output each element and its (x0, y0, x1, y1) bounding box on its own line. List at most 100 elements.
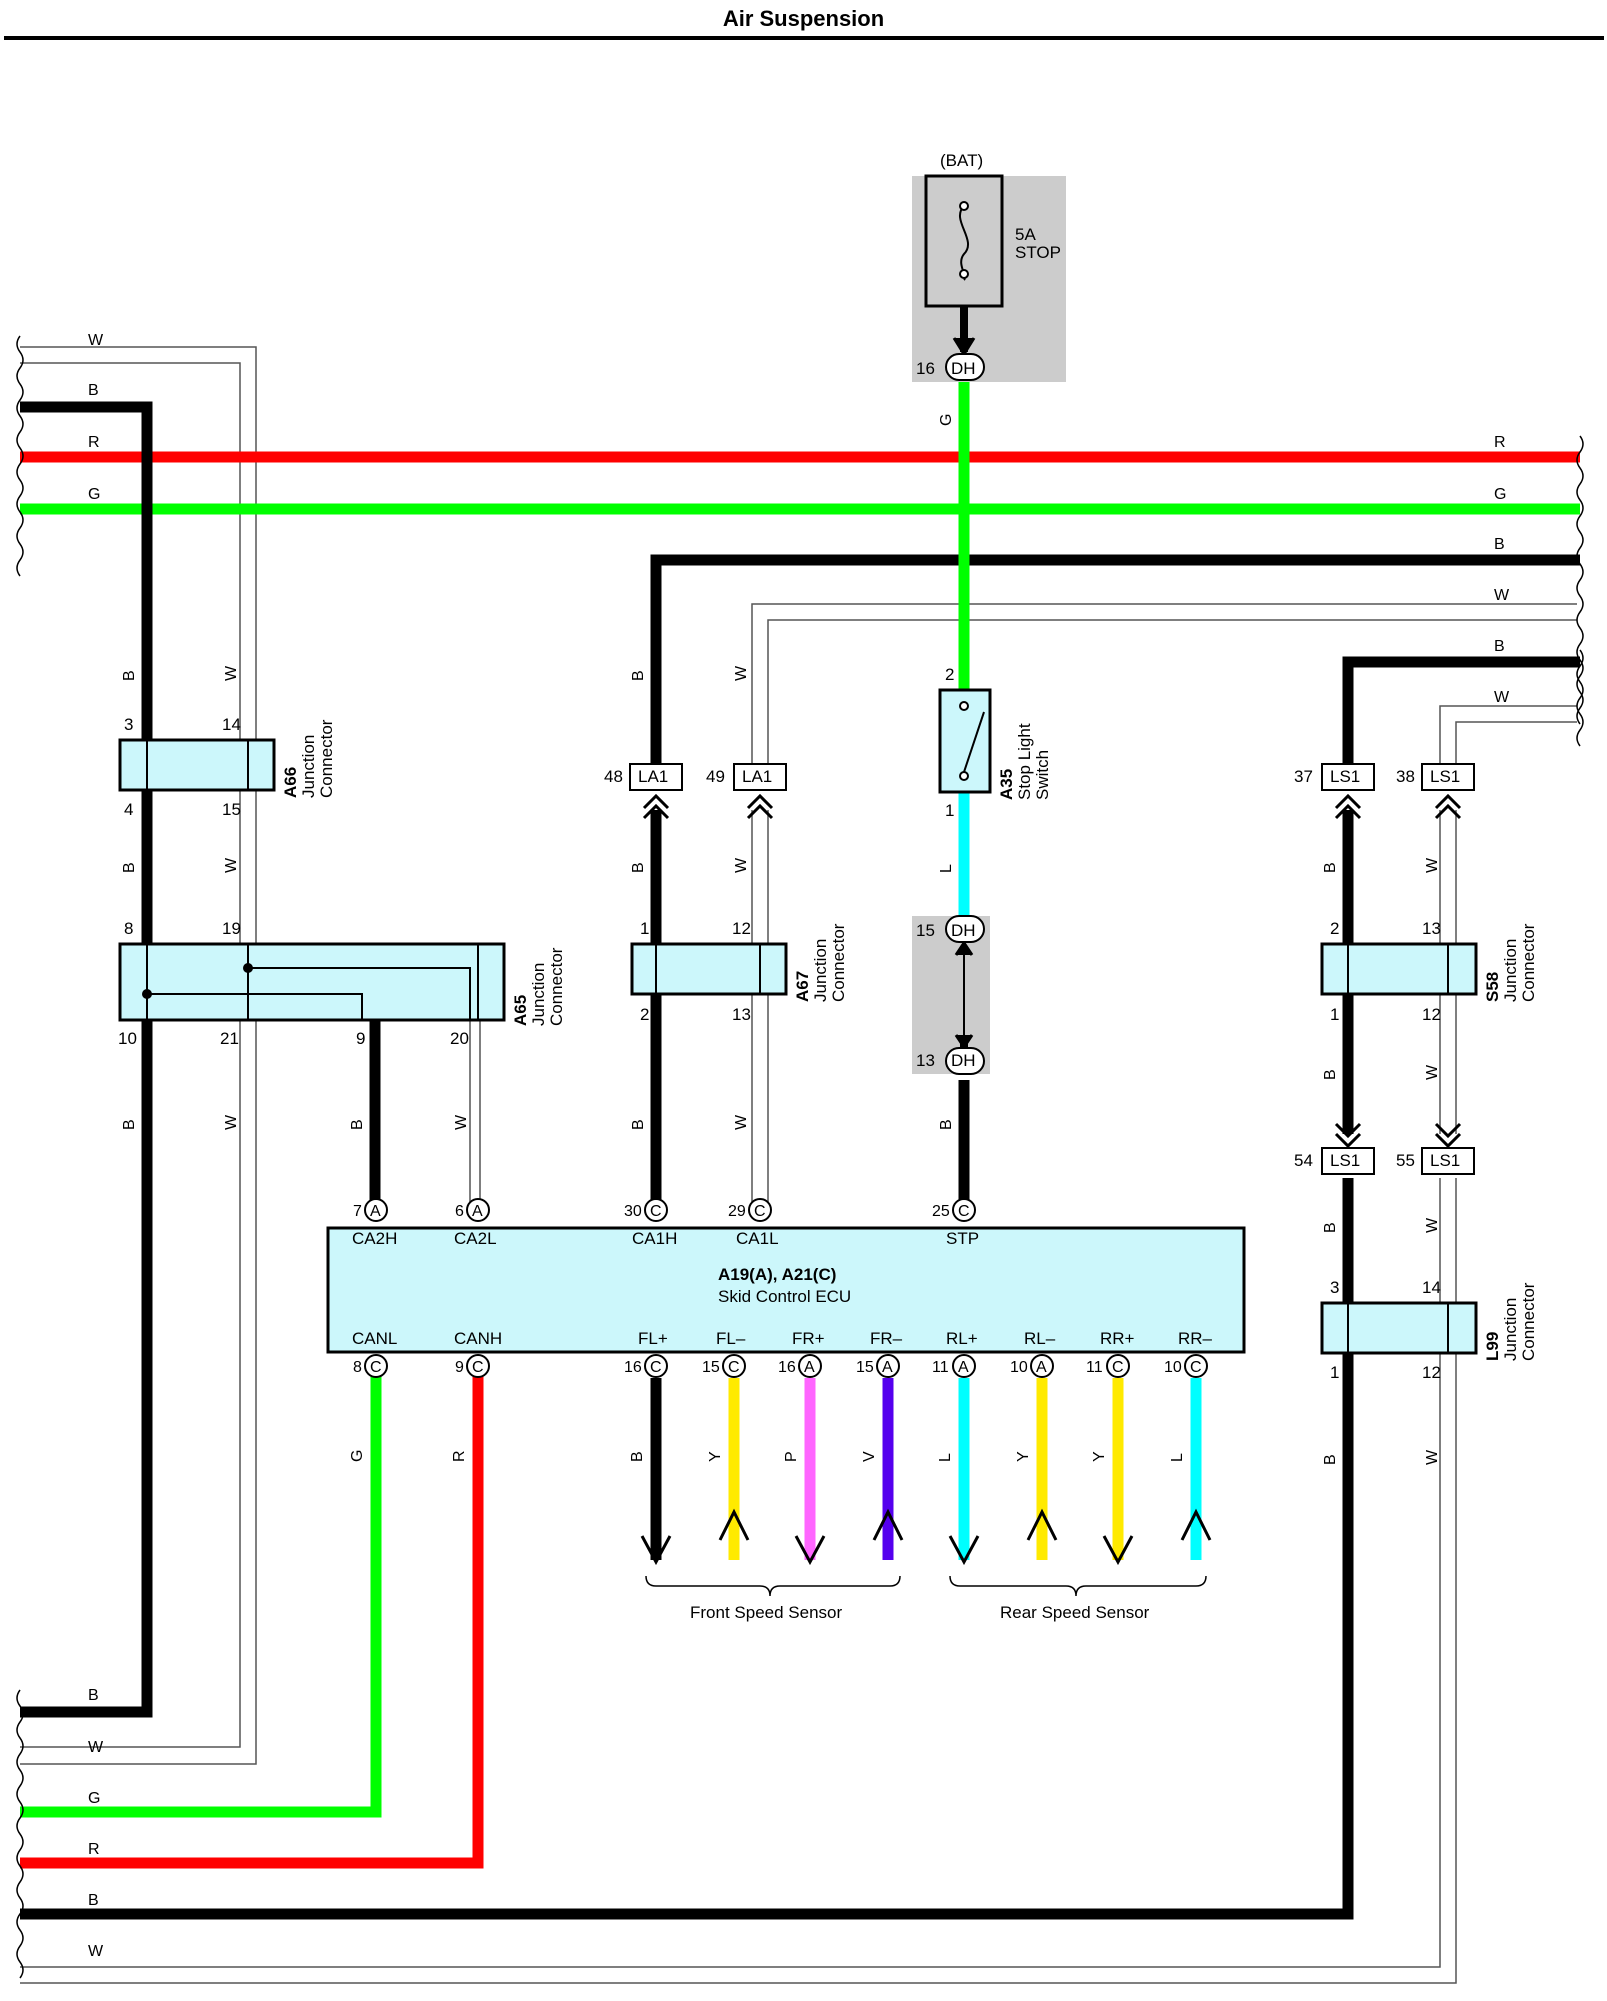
svg-text:W: W (1424, 1217, 1441, 1233)
wire-color-labels: W B R G R G B W B W B W G R B W (88, 332, 1510, 1960)
ecu-pin-number: 29 (728, 1203, 746, 1220)
svg-text:Connector: Connector (317, 719, 336, 798)
svg-text:L: L (938, 864, 955, 873)
ecu-pin-conn: C (728, 1359, 740, 1376)
wl-left-b: B (88, 382, 99, 399)
svg-text:B: B (1322, 1222, 1339, 1233)
svg-text:W: W (733, 1114, 750, 1130)
svg-text:W: W (1424, 1064, 1441, 1080)
svg-text:Junction: Junction (529, 963, 548, 1026)
ecu-pin-label: FL+ (638, 1329, 668, 1348)
svg-text:B: B (630, 1119, 647, 1130)
wire-r-canh (20, 1375, 484, 1869)
svg-text:9: 9 (356, 1029, 365, 1048)
wire-w-ls1 (1439, 705, 1577, 770)
svg-text:LA1: LA1 (638, 767, 668, 786)
ecu-pin-conn: A (804, 1359, 815, 1376)
svg-text:LS1: LS1 (1430, 767, 1460, 786)
ecu-pin-label: RL– (1024, 1329, 1056, 1348)
ecu-pin-number: 6 (455, 1203, 464, 1220)
svg-text:12: 12 (732, 919, 751, 938)
svg-text:G: G (938, 414, 955, 426)
svg-text:13: 13 (732, 1005, 751, 1024)
wire-b-la1 (650, 554, 1580, 774)
svg-text:48: 48 (604, 767, 623, 786)
sensor-wire-color: B (629, 1451, 646, 1462)
ecu-pin-label: RR+ (1100, 1329, 1135, 1348)
sensor-groups: Front Speed Sensor Rear Speed Sensor (645, 1575, 1207, 1622)
sensor-wire-color: L (937, 1453, 954, 1462)
sensor-wire-color: L (1169, 1453, 1186, 1462)
wl-left-w: W (88, 332, 104, 349)
svg-text:LS1: LS1 (1330, 767, 1360, 786)
wl-right-g: G (1494, 486, 1506, 503)
ecu-pin-conn: A (1036, 1359, 1047, 1376)
sensor-wire-color: Y (1015, 1451, 1032, 1462)
svg-text:B: B (121, 862, 138, 873)
junction-a66: 3 14 4 15 A66 Junction Connector (118, 715, 336, 819)
power-source-label: (BAT) (940, 151, 983, 170)
svg-text:Junction: Junction (299, 735, 318, 798)
svg-text:A35: A35 (997, 769, 1016, 800)
svg-text:A67: A67 (793, 971, 812, 1002)
splice-dh: 15 DH 13 DH (912, 915, 990, 1075)
ecu-pin-conn: A (472, 1203, 483, 1220)
svg-text:LA1: LA1 (742, 767, 772, 786)
svg-text:Junction: Junction (811, 939, 830, 1002)
svg-text:21: 21 (220, 1029, 239, 1048)
sensor-wire-color: V (861, 1451, 878, 1462)
ecu-pin-conn: C (754, 1203, 766, 1220)
sensor-wire-FL+: B (629, 1378, 672, 1566)
svg-text:Connector: Connector (1519, 923, 1538, 1002)
sensor-wire-FL–: Y (707, 1378, 750, 1560)
svg-text:1: 1 (1330, 1005, 1339, 1024)
svg-text:38: 38 (1396, 767, 1415, 786)
can-wire-color: G (349, 1450, 366, 1462)
junction-l99: 3 14 1 12 L99 Junction Connector (1320, 1278, 1538, 1382)
svg-text:Connector: Connector (829, 923, 848, 1002)
svg-text:DH: DH (951, 921, 976, 940)
svg-text:54: 54 (1294, 1151, 1313, 1170)
sensor-wire-FR+: P (783, 1378, 826, 1566)
wl-bot-w1: W (88, 1739, 104, 1756)
svg-text:14: 14 (1422, 1278, 1441, 1297)
svg-text:S58: S58 (1483, 972, 1502, 1002)
wl-right-b2: B (1494, 638, 1505, 655)
svg-text:W: W (223, 665, 240, 681)
ecu-pin-number: 10 (1164, 1359, 1182, 1376)
svg-text:B: B (630, 862, 647, 873)
ecu-pin-label: CA2H (352, 1229, 397, 1248)
svg-text:W: W (1424, 1449, 1441, 1465)
sensor-wire-RL–: Y (1015, 1378, 1058, 1560)
ecu-pin-number: 11 (1086, 1359, 1103, 1376)
svg-text:DH: DH (951, 1051, 976, 1070)
ecu-pin-label: RL+ (946, 1329, 978, 1348)
svg-text:B: B (1322, 1069, 1339, 1080)
svg-text:14: 14 (222, 715, 241, 734)
ecu-pin-conn: C (650, 1359, 662, 1376)
ecu-pin-number: 9 (455, 1359, 464, 1376)
svg-text:15: 15 (222, 800, 241, 819)
fuse-block: (BAT) 5A STOP 16 DH (912, 151, 1066, 382)
svg-text:W: W (453, 1114, 470, 1130)
svg-text:L99: L99 (1483, 1332, 1502, 1361)
svg-text:LS1: LS1 (1330, 1151, 1360, 1170)
svg-text:49: 49 (706, 767, 725, 786)
ecu-pin-number: 8 (353, 1359, 362, 1376)
ecu-pin-number: 30 (624, 1203, 642, 1220)
svg-text:W: W (223, 1114, 240, 1130)
svg-text:55: 55 (1396, 1151, 1415, 1170)
ecu-pin-number: 25 (932, 1203, 950, 1220)
ecu-pin-label: CA1H (632, 1229, 677, 1248)
svg-text:A66: A66 (281, 767, 300, 798)
wire-g-canl (20, 1375, 382, 1818)
svg-text:2: 2 (640, 1005, 649, 1024)
